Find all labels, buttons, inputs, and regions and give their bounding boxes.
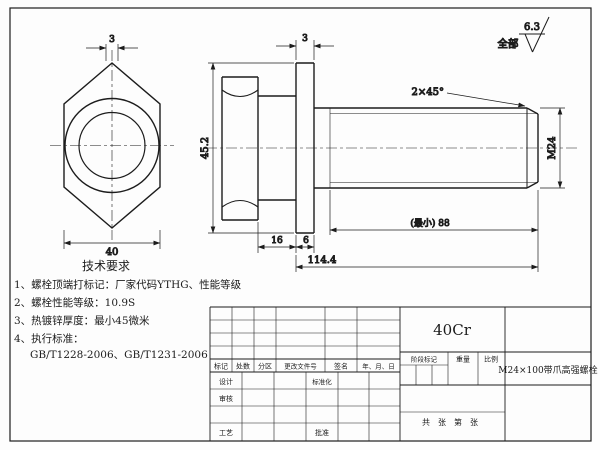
tech-req-line: 3、热镀锌厚度：最小45微米 <box>14 314 150 327</box>
tb-weight-label: 重量 <box>456 356 470 364</box>
tb-approve-label: 批准 <box>315 428 329 437</box>
tb-design-label: 设计 <box>219 377 233 386</box>
tech-requirements-title: 技术要求 <box>82 259 130 273</box>
dim-claw-front-label: 3 <box>109 35 115 45</box>
tb-craft-label: 工艺 <box>219 429 233 437</box>
roughness-value: 6.3 <box>524 22 540 33</box>
title-block: 标记 处数 分区 更改文件号 签名 年、月、日 设计 标准化 审核 工艺 批准 … <box>209 306 598 441</box>
tb-rev-docno: 更改文件号 <box>284 362 317 371</box>
roughness-icon <box>519 16 550 53</box>
dim-total-length-label: 114.4 <box>308 255 337 266</box>
tb-rev-sign: 签名 <box>334 362 348 371</box>
dim-head-od-label: 45.2 <box>200 137 211 159</box>
surface-finish: 6.3 全部 <box>497 16 550 53</box>
dim-flange-thickness-label: 3 <box>302 34 308 44</box>
bolt-head <box>221 76 259 221</box>
tb-sheet-info: 共 张 第 张 <box>422 417 478 427</box>
tech-req-line: GB/T1228-2006、GB/T1231-2006 <box>30 349 208 361</box>
bolt-hole-circle <box>78 111 146 180</box>
claw-circle <box>64 97 160 194</box>
dim-flange-thickness <box>276 40 334 60</box>
tb-rev-mark: 标记 <box>214 362 228 371</box>
tech-requirements: 技术要求 1、螺栓顶端打标记：厂家代码YTHG、性能等级 2、螺栓性能等级：10… <box>14 259 242 361</box>
tb-rev-date: 年、月、日 <box>362 362 395 371</box>
tech-req-line: 2、螺栓性能等级：10.9S <box>14 296 135 309</box>
dim-thread-size <box>540 107 565 189</box>
tech-req-line: 1、螺栓顶端打标记：厂家代码YTHG、性能等级 <box>14 278 242 291</box>
front-view-centerlines <box>50 50 174 240</box>
claw-flange <box>295 62 315 234</box>
dim-flange-len-label: 6 <box>303 236 309 246</box>
tb-check-label: 审核 <box>219 394 233 403</box>
bolt-shaft <box>314 107 539 189</box>
tb-standardize-label: 标准化 <box>312 377 332 386</box>
tb-rev-count: 处数 <box>236 362 250 371</box>
tb-stage-label: 阶段标记 <box>411 355 438 364</box>
tb-rev-zone: 分区 <box>258 362 272 371</box>
dim-head-flange-length <box>257 222 315 253</box>
dim-head-od <box>208 62 294 234</box>
dim-across-flats <box>63 230 161 249</box>
dim-chamfer-label: 2×45° <box>412 87 444 98</box>
dim-thread-length-label: (最小) 88 <box>410 218 450 229</box>
dim-total-length <box>295 255 539 272</box>
thread-lines <box>329 108 538 188</box>
dim-head-len-label: 16 <box>271 236 283 246</box>
dim-thread-size-label: M24 <box>547 137 558 160</box>
bolt-neck <box>258 95 296 201</box>
chamfer-leader <box>446 92 526 108</box>
tb-part-name: M24×100带爪高强螺栓 <box>498 364 597 376</box>
roughness-scope: 全部 <box>498 37 519 50</box>
dim-claw-front <box>86 44 138 61</box>
tech-req-line: 4、执行标准： <box>14 332 84 345</box>
side-view: 3 45.2 16 6 (最小) 88 114.4 <box>200 34 578 272</box>
drawing-frame <box>9 7 592 442</box>
tb-material: 40Cr <box>433 321 472 339</box>
dim-across-flats-label: 40 <box>106 247 119 258</box>
tb-scale-label: 比例 <box>484 355 498 364</box>
hex-outline <box>63 62 161 229</box>
front-view: 3 40 <box>50 35 174 259</box>
dim-thread-length <box>329 190 539 272</box>
